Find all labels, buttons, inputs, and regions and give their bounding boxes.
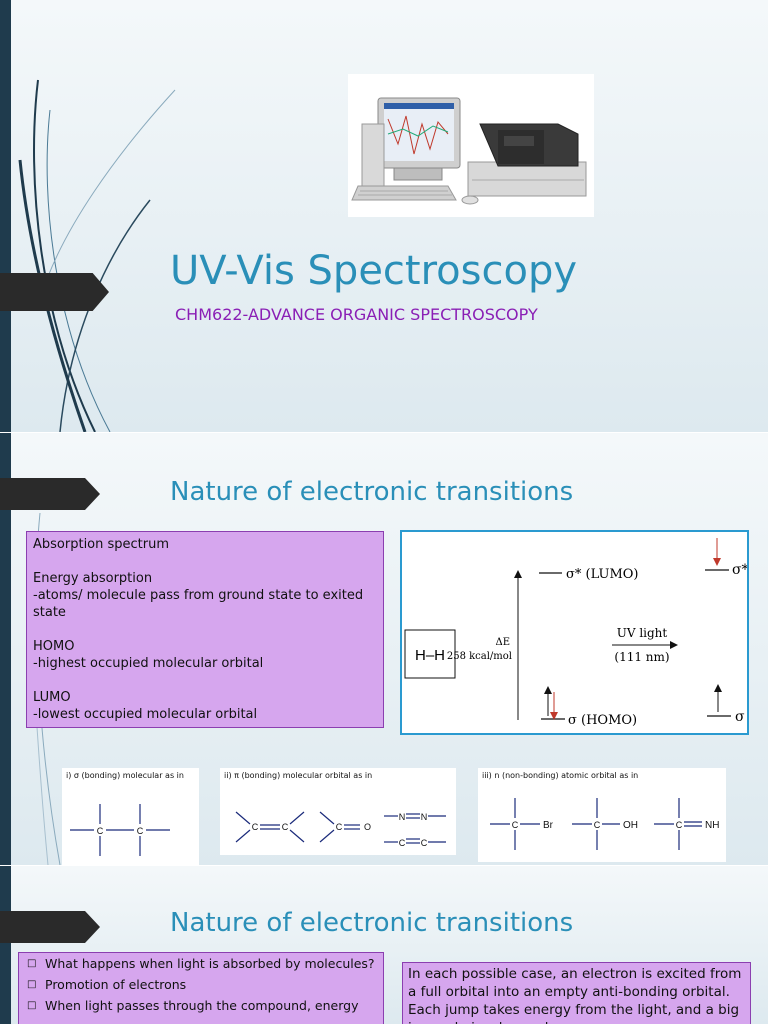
box-line (33, 553, 377, 570)
box-line (33, 672, 377, 689)
electronic-transitions-slide-2: Nature of electronic transitions □What h… (0, 866, 768, 1024)
bullet-list: □What happens when light is absorbed by … (23, 956, 379, 1014)
list-item: □What happens when light is absorbed by … (27, 956, 375, 971)
arrow-tab (0, 478, 100, 510)
box-line: Absorption spectrum (33, 537, 170, 552)
atom-c: C (252, 822, 259, 832)
atom-oh: OH (623, 820, 638, 831)
arrow-tab (0, 273, 109, 311)
energy-diagram: H–H ΔE 258 kcal/mol σ* (LUMO) σ (HOMO) U… (400, 530, 749, 735)
delta-e-label: ΔE (495, 637, 510, 648)
sigma-star-label: σ* (732, 562, 747, 578)
slide-title: Nature of electronic transitions (170, 477, 574, 507)
molecule-label: H–H (415, 647, 445, 664)
wavelength-label: (111 nm) (614, 650, 669, 664)
nonbonding-card: iii) n (non-bonding) atomic orbital as i… (478, 768, 726, 862)
sigma-label: σ (735, 709, 745, 725)
explanation-box: In each possible case, an electron is ex… (402, 962, 751, 1024)
atom-c: C (137, 826, 144, 836)
bullet-icon: □ (27, 958, 37, 969)
atom-c: C (421, 838, 428, 848)
atom-c: C (676, 820, 683, 830)
arrow-tab (0, 911, 100, 943)
slide-title: Nature of electronic transitions (170, 908, 574, 938)
explanation-text: In each possible case, an electron is ex… (408, 966, 742, 1024)
presentation-title: UV-Vis Spectroscopy (170, 248, 578, 294)
sigma-bond-card: i) σ (bonding) molecular as in C C (62, 768, 199, 865)
spectrometer-photo (348, 74, 594, 217)
atom-c: C (97, 826, 104, 836)
left-accent-bar (0, 866, 11, 1024)
atom-c: C (282, 822, 289, 832)
box-line: -highest occupied molecular orbital (33, 656, 264, 671)
atom-c: C (336, 822, 343, 832)
definitions-box: Absorption spectrum Energy absorption -a… (26, 531, 384, 728)
left-accent-bar (0, 433, 11, 865)
card-caption: i) σ (bonding) molecular as in (66, 771, 184, 780)
uv-light-label: UV light (617, 626, 668, 640)
atom-c: C (594, 820, 601, 830)
box-line (33, 621, 377, 638)
card-caption: ii) π (bonding) molecular orbital as in (224, 771, 373, 780)
atom-br: Br (543, 820, 554, 831)
questions-box: □What happens when light is absorbed by … (18, 952, 384, 1024)
electronic-transitions-slide: Nature of electronic transitions Absorpt… (0, 433, 768, 865)
list-item: □Promotion of electrons (27, 977, 187, 992)
box-line: LUMO (33, 690, 71, 705)
bullet-icon: □ (27, 1000, 37, 1011)
pi-bond-card: ii) π (bonding) molecular orbital as in … (220, 768, 456, 855)
box-line: Energy absorption (33, 571, 153, 586)
lumo-label: σ* (LUMO) (566, 567, 639, 582)
title-slide: UV-Vis Spectroscopy CHM622-ADVANCE ORGAN… (0, 0, 768, 432)
course-subtitle: CHM622-ADVANCE ORGANIC SPECTROSCOPY (175, 305, 538, 324)
atom-c: C (512, 820, 519, 830)
bullet-icon: □ (27, 979, 37, 990)
homo-label: σ (HOMO) (568, 713, 637, 728)
list-item: □When light passes through the compound,… (27, 998, 359, 1013)
left-accent-bar (0, 0, 11, 432)
decorative-lines (18, 79, 176, 432)
box-line: HOMO (33, 639, 75, 654)
energy-label: 258 kcal/mol (447, 651, 512, 662)
atom-c: C (399, 838, 406, 848)
box-line: -lowest occupied molecular orbital (33, 707, 258, 722)
atom-o: O (364, 822, 371, 832)
atom-n: N (399, 812, 406, 822)
box-line: -atoms/ molecule pass from ground state … (33, 588, 364, 620)
atom-n: N (421, 812, 428, 822)
atom-nh: NH (705, 820, 719, 831)
card-caption: iii) n (non-bonding) atomic orbital as i… (482, 771, 639, 780)
